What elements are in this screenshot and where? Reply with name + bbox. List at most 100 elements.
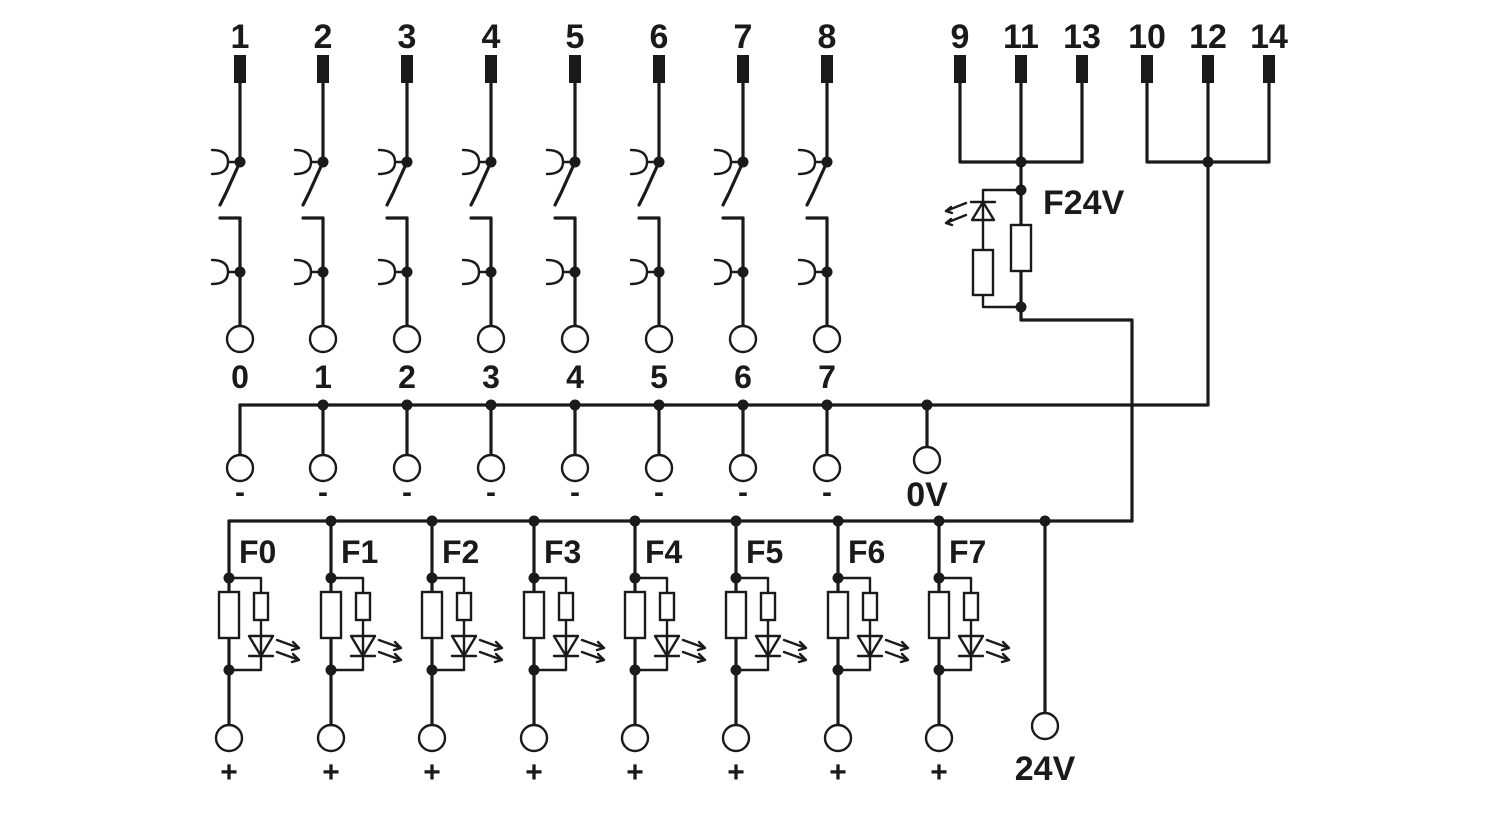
led-symbol [957,634,985,658]
minus-terminal-circle [812,453,842,483]
minus-terminal-circle [308,453,338,483]
input-pin-connector [569,55,581,83]
channel-label: 4 [566,359,584,395]
channel-label: 2 [398,359,416,395]
minus-terminal-circle [476,453,506,483]
fused-output-6: F6+ [823,515,910,789]
input-pin-label: 7 [734,18,753,56]
resistor-symbol [658,591,676,622]
minus-terminal-circle [225,453,255,483]
switch-contact-symbol [469,78,493,328]
supply-24v-terminal [1030,711,1060,741]
plus-terminal-circle [620,723,650,753]
channel-label: 3 [482,359,500,395]
channel-terminal [644,324,674,354]
minus-label: - [318,476,328,509]
minus-terminal-circle [728,453,758,483]
pin-label-9: 9 [951,18,970,56]
led-symbol [856,634,884,658]
channel-terminal [225,324,255,354]
switch-contact-symbol [553,78,577,328]
input-channel-4: 43 [461,18,506,395]
fuse-symbol [826,590,850,640]
fuse-symbol [522,590,546,640]
plus-terminal-circle [214,723,244,753]
channel-label: 6 [734,359,752,395]
channel-label: 0 [231,359,249,395]
input-channel-2: 21 [293,18,338,395]
fused-output-2: F2+ [417,515,504,789]
led-rays-icon [275,638,301,664]
minus-terminal-6: - [728,399,758,509]
led-symbol [247,634,275,658]
pin-label-13: 13 [1063,18,1101,56]
input-pin-label: 5 [566,18,585,56]
fuse-label: F5 [746,534,783,570]
fused-output-4: F4+ [620,515,707,789]
fuse-symbol [724,590,748,640]
minus-terminal-3: - [476,399,506,509]
led-rays-icon [478,638,504,664]
plus-label: + [322,756,340,789]
group-a-pin-labels: 9 11 13 [951,18,1101,56]
led-rays-icon [681,638,707,664]
resistor-symbol [557,591,575,622]
resistor-symbol [455,591,473,622]
input-pin-label: 1 [231,18,250,56]
plus-terminal-circle [316,723,346,753]
plus-terminal-circle [823,723,853,753]
minus-label: - [235,476,245,509]
resistor-symbol [759,591,777,622]
plus-label: + [930,756,948,789]
input-channel-3: 32 [377,18,422,395]
f24v-label: F24V [1043,184,1125,222]
f24v-resistor-symbol [971,248,995,297]
supply-24v-rail [227,515,1134,741]
switch-contact-symbol [385,78,409,328]
fuse-label: F1 [341,534,378,570]
input-pin-label: 2 [314,18,333,56]
supply-fuse-section [944,78,1134,523]
input-pin-label: 6 [650,18,669,56]
zero-volt-return-section [238,78,1271,407]
led-symbol [349,634,377,658]
minus-terminal-circle [560,453,590,483]
switch-contact-symbol [637,78,661,328]
input-pin-label: 3 [398,18,417,56]
plus-terminal-circle [721,723,751,753]
resistor-symbol [962,591,980,622]
input-channel-5: 54 [545,18,590,395]
input-channel-8: 87 [797,18,842,395]
led-symbol [450,634,478,658]
f24v-led-symbol [969,200,997,222]
fused-output-1: F1 + [316,515,403,789]
plus-terminal-circle [519,723,549,753]
channel-terminal [476,324,506,354]
f24v-led-rays-icon [944,201,968,227]
fuse-symbol [927,590,951,640]
f24v-fuse-symbol [1009,223,1033,273]
channel-terminal [392,324,422,354]
pin-label-11: 11 [1003,18,1039,56]
input-pin-connector [234,55,246,83]
fused-output-3: F3+ [519,515,606,789]
resistor-symbol [252,591,270,622]
minus-terminal-4: - [560,399,590,509]
channel-terminal [812,324,842,354]
fuse-symbol [217,590,241,640]
fuse-label: F2 [442,534,479,570]
minus-terminal-1: - [308,399,338,509]
led-symbol [653,634,681,658]
minus-terminal-circle [392,453,422,483]
input-pin-connector [821,55,833,83]
input-channel-1: 10 [210,18,255,395]
channel-terminal [308,324,338,354]
plus-label: + [727,756,745,789]
plus-label: + [626,756,644,789]
led-rays-icon [377,638,403,664]
channel-terminal [728,324,758,354]
channel-terminal [560,324,590,354]
fuse-label: F7 [949,534,986,570]
